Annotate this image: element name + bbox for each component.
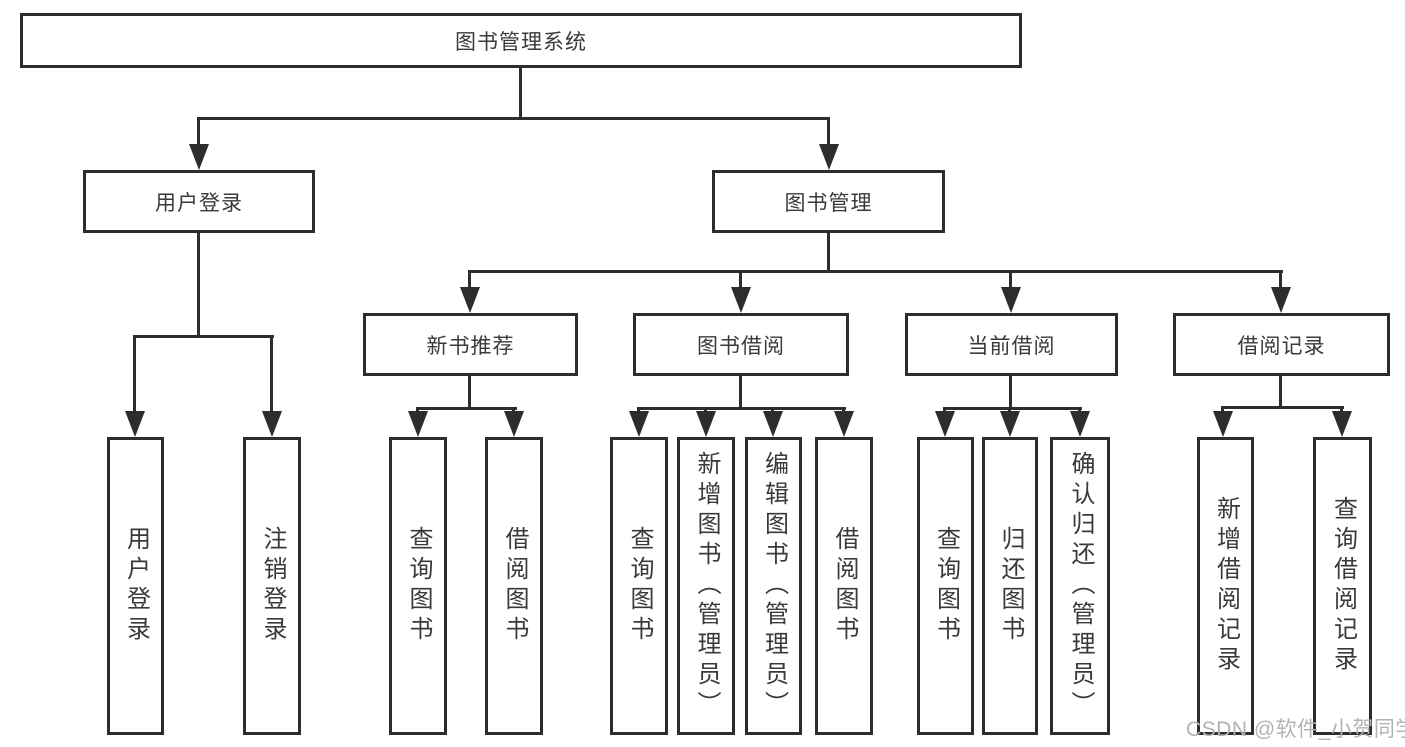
arrow-down-icon [629, 411, 649, 437]
arrow-down-icon [1213, 411, 1233, 437]
node-cb-query-books: 查询图书 [917, 437, 974, 735]
arrow-down-icon [696, 411, 716, 437]
node-book-borrowing: 图书借阅 [633, 313, 849, 376]
edge-to-borrowing-records [1279, 270, 1282, 290]
edge-nbr-drop [468, 376, 471, 410]
node-current-borrowing: 当前借阅 [905, 313, 1118, 376]
node-user-login: 用户登录 [83, 170, 315, 233]
edge-cb-bar [943, 407, 1082, 410]
node-borrowing-records: 借阅记录 [1173, 313, 1390, 376]
node-br-add-record: 新增借阅记录 [1197, 437, 1254, 735]
arrow-down-icon [1332, 411, 1352, 437]
arrow-down-icon [504, 411, 524, 437]
node-cb-confirm-return-admin: 确认归还（管理员） [1050, 437, 1110, 735]
arrow-down-icon [408, 411, 428, 437]
edge-to-user-login-leaf [133, 335, 136, 415]
arrow-down-icon [935, 411, 955, 437]
node-bb-edit-books-admin: 编辑图书（管理员） [745, 437, 802, 735]
edge-book-management-bar [468, 270, 1283, 273]
node-nbr-query-books: 查询图书 [389, 437, 447, 735]
edge-bb-drop [739, 376, 742, 410]
edge-br-bar [1221, 406, 1344, 409]
edge-to-new-book-recommend [468, 270, 471, 290]
watermark: CSDN @软件_小贺同学 [1186, 718, 1405, 741]
arrow-down-icon [834, 411, 854, 437]
edge-user-login-bar [133, 335, 274, 338]
node-new-book-recommend: 新书推荐 [363, 313, 578, 376]
node-bb-query-books: 查询图书 [610, 437, 668, 735]
edge-to-logout-leaf [270, 335, 273, 415]
edge-to-user-login [197, 117, 200, 148]
arrow-down-icon [1000, 411, 1020, 437]
edge-user-login-drop [197, 233, 200, 338]
arrow-down-icon [262, 411, 282, 437]
node-cb-return-books: 归还图书 [982, 437, 1038, 735]
arrow-down-icon [731, 287, 751, 313]
arrow-down-icon [460, 287, 480, 313]
arrow-down-icon [125, 411, 145, 437]
node-root: 图书管理系统 [20, 13, 1022, 68]
edge-root-bar [197, 117, 830, 120]
edge-cb-drop [1009, 376, 1012, 410]
edge-br-drop [1279, 376, 1282, 409]
arrow-down-icon [1001, 287, 1021, 313]
arrow-down-icon [763, 411, 783, 437]
edge-book-management-drop [827, 233, 830, 273]
arrow-down-icon [819, 144, 839, 170]
edge-to-book-borrowing [739, 270, 742, 290]
arrow-down-icon [1070, 411, 1090, 437]
arrow-down-icon [1271, 287, 1291, 313]
node-user-login-leaf: 用户登录 [107, 437, 164, 735]
arrow-down-icon [189, 144, 209, 170]
edge-bb-bar [637, 407, 846, 410]
edge-root-drop [519, 68, 522, 119]
node-logout-leaf: 注销登录 [243, 437, 301, 735]
edge-to-current-borrowing [1009, 270, 1012, 290]
node-nbr-borrow-books: 借阅图书 [485, 437, 543, 735]
edge-to-book-management [827, 117, 830, 148]
node-br-query-record: 查询借阅记录 [1313, 437, 1372, 735]
node-bb-add-books-admin: 新增图书（管理员） [677, 437, 735, 735]
edge-nbr-bar [416, 407, 517, 410]
node-bb-borrow-books: 借阅图书 [815, 437, 873, 735]
node-book-management: 图书管理 [712, 170, 945, 233]
